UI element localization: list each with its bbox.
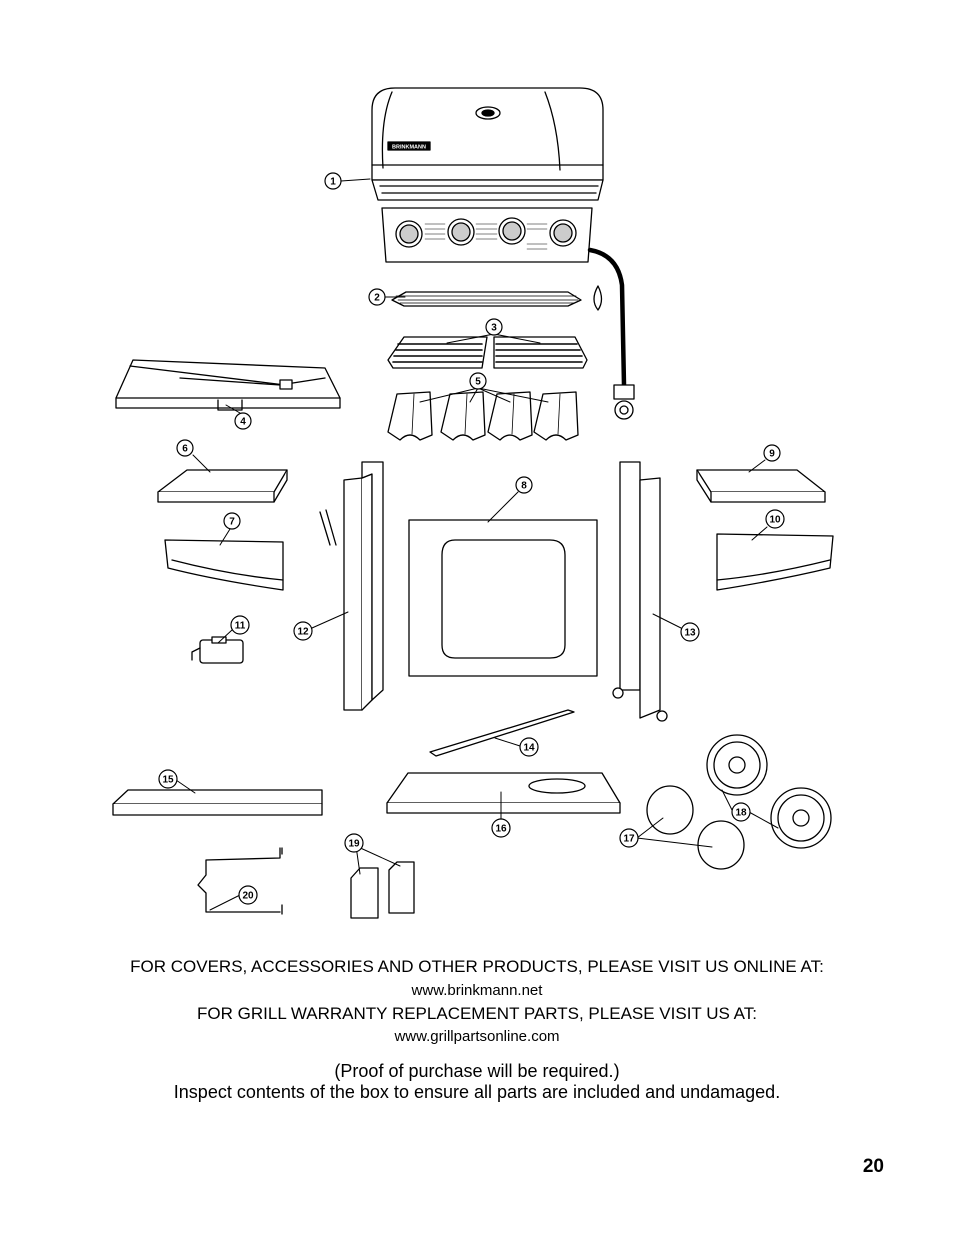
inspect-contents-note: Inspect contents of the box to ensure al… xyxy=(173,1082,781,1102)
callout-20: 20 xyxy=(238,885,258,905)
part-wheels xyxy=(706,734,832,849)
part-right-shelf xyxy=(696,469,826,503)
covers-accessories-line: FOR COVERS, ACCESSORIES AND OTHER PRODUC… xyxy=(130,957,824,976)
svg-text:20: 20 xyxy=(242,891,254,902)
grill-exploded-parts-diagram: BRINKMANN xyxy=(112,87,834,919)
callout-3: 3 xyxy=(485,318,503,336)
svg-text:BRINKMANN: BRINKMANN xyxy=(392,145,426,151)
callout-4: 4 xyxy=(234,412,252,430)
callout-15: 15 xyxy=(158,769,178,789)
part-right-shelf-front xyxy=(716,533,834,591)
svg-text:10: 10 xyxy=(769,515,781,526)
part-cooking-grates xyxy=(387,336,588,369)
callout-leaders xyxy=(175,178,779,911)
svg-text:7: 7 xyxy=(229,517,235,528)
part-left-leg xyxy=(319,461,384,711)
svg-text:8: 8 xyxy=(521,481,527,492)
control-knobs xyxy=(395,217,577,248)
part-wire-hook xyxy=(197,847,283,915)
callout-14: 14 xyxy=(519,737,539,757)
svg-text:6: 6 xyxy=(182,444,188,455)
proof-of-purchase-note: (Proof of purchase will be required.) xyxy=(334,1061,620,1081)
part-feet xyxy=(350,861,415,919)
warranty-parts-line: FOR GRILL WARRANTY REPLACEMENT PARTS, PL… xyxy=(197,1004,757,1023)
callout-16: 16 xyxy=(491,818,511,838)
callout-markers: 1 2 3 4 5 6 7 8 9 10 11 12 13 14 15 16 1… xyxy=(158,172,785,905)
callout-11: 11 xyxy=(230,615,250,635)
svg-text:1: 1 xyxy=(330,177,336,188)
callout-9: 9 xyxy=(763,444,781,462)
callout-7: 7 xyxy=(223,512,241,530)
part-back-panel xyxy=(408,519,598,677)
part-wheel-caps xyxy=(646,785,745,870)
page-number: 20 xyxy=(862,1156,884,1177)
brinkmann-url[interactable]: www.brinkmann.net xyxy=(411,982,543,999)
svg-text:5: 5 xyxy=(475,377,481,388)
part-grease-tray xyxy=(115,359,341,411)
svg-text:19: 19 xyxy=(348,839,360,850)
callout-2: 2 xyxy=(368,288,386,306)
callout-6: 6 xyxy=(176,439,194,457)
callout-1: 1 xyxy=(324,172,342,190)
svg-text:11: 11 xyxy=(235,621,246,632)
part-warming-rack xyxy=(391,291,582,307)
grillparts-url[interactable]: www.grillpartsonline.com xyxy=(394,1028,560,1045)
svg-text:13: 13 xyxy=(684,628,696,639)
svg-text:17: 17 xyxy=(623,834,635,845)
callout-18: 18 xyxy=(731,802,751,822)
svg-text:3: 3 xyxy=(491,323,497,334)
part-left-shelf xyxy=(157,469,288,503)
svg-text:4: 4 xyxy=(240,417,246,428)
svg-text:15: 15 xyxy=(162,775,174,786)
callout-12: 12 xyxy=(293,621,313,641)
part-support-rod xyxy=(429,709,575,757)
part-bottom-rail xyxy=(112,789,323,816)
part-grill-body: BRINKMANN xyxy=(371,87,604,263)
part-heat-tents xyxy=(387,391,579,441)
callout-13: 13 xyxy=(680,622,700,642)
part-right-leg xyxy=(612,461,668,722)
svg-text:16: 16 xyxy=(495,824,507,835)
callout-10: 10 xyxy=(765,509,785,529)
svg-text:2: 2 xyxy=(374,293,380,304)
callout-17: 17 xyxy=(619,828,639,848)
callout-19: 19 xyxy=(344,833,364,853)
part-latch xyxy=(191,636,244,664)
callout-5: 5 xyxy=(469,372,487,390)
callout-8: 8 xyxy=(515,476,533,494)
svg-text:18: 18 xyxy=(735,808,747,819)
svg-text:9: 9 xyxy=(769,449,775,460)
part-bottom-shelf xyxy=(386,772,621,814)
part-left-shelf-front xyxy=(164,539,284,591)
svg-text:14: 14 xyxy=(523,743,535,754)
svg-text:12: 12 xyxy=(297,627,309,638)
gas-hose-regulator xyxy=(587,247,635,420)
